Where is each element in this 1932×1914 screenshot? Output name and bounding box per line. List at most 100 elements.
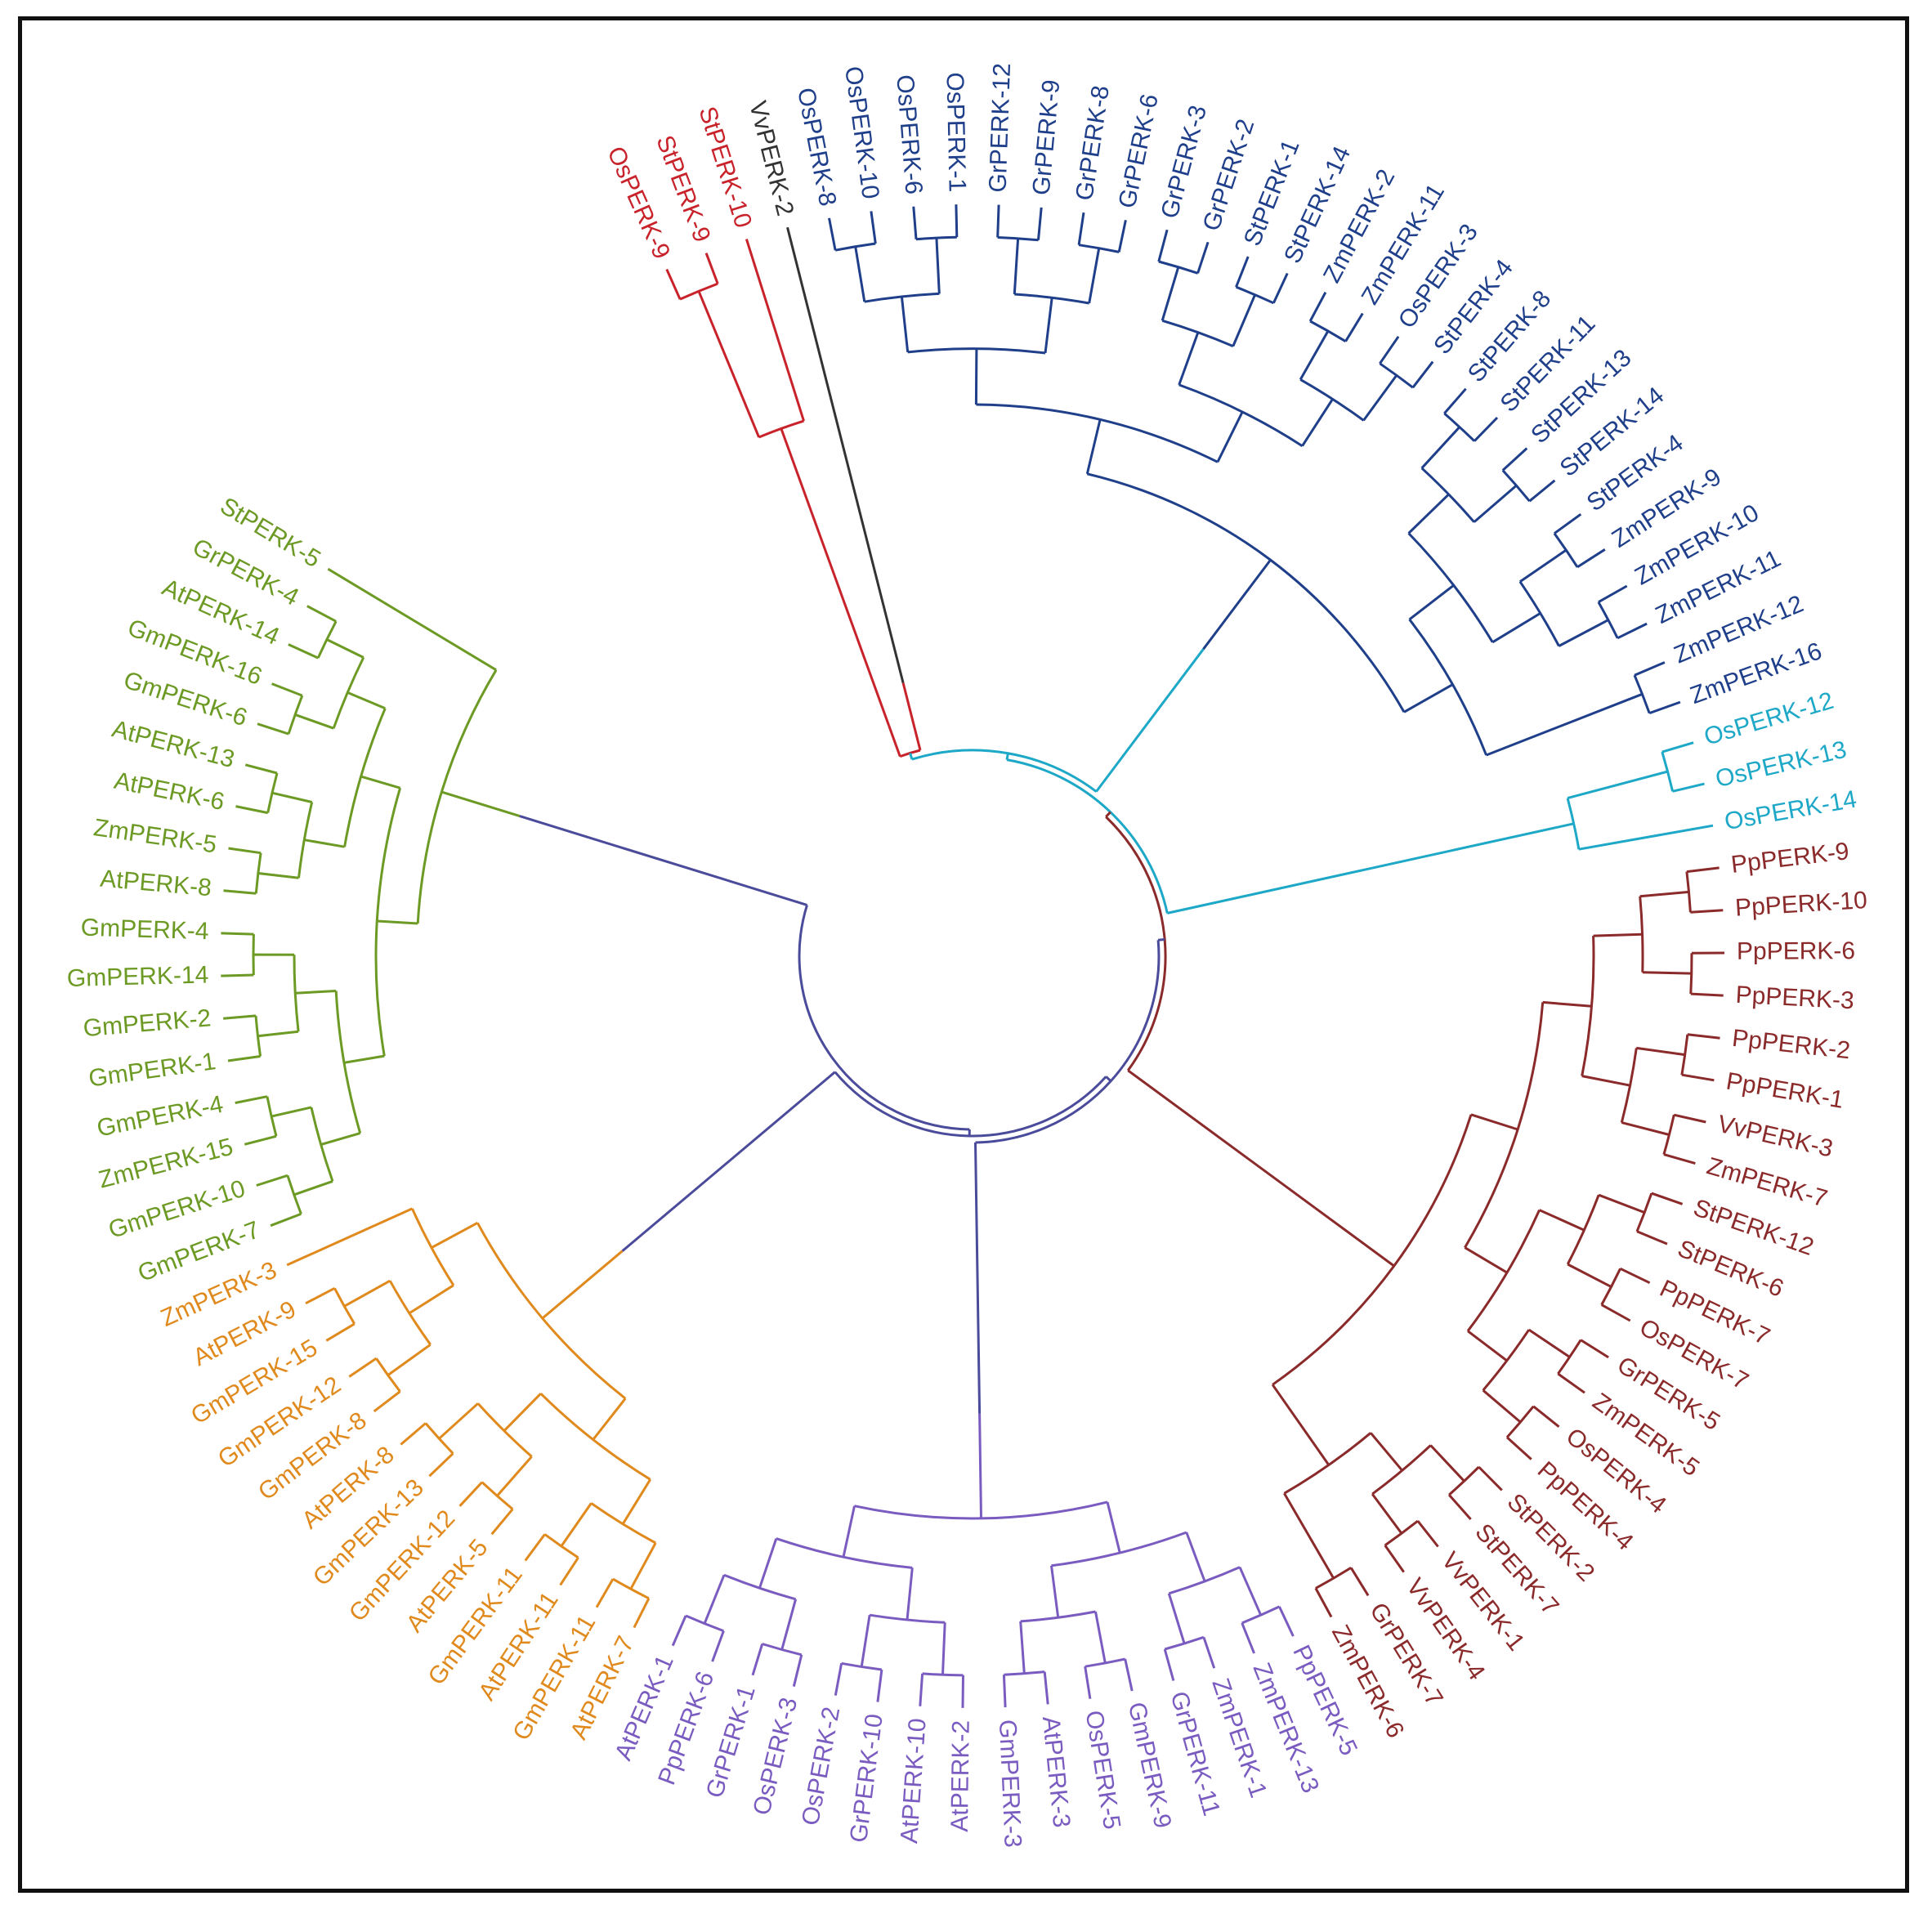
branch bbox=[1527, 1328, 1571, 1358]
branch bbox=[935, 238, 941, 294]
branch bbox=[1478, 1465, 1503, 1491]
leaf-label: GmPERK-9 bbox=[1123, 1700, 1176, 1831]
branch bbox=[919, 1673, 924, 1706]
branch-arc bbox=[310, 1107, 334, 1182]
leaf-label: OsPERK-13 bbox=[1713, 736, 1849, 794]
clade-stem bbox=[541, 1250, 624, 1320]
backbone-arc bbox=[834, 1071, 1107, 1138]
branch bbox=[360, 775, 401, 789]
branch bbox=[373, 1390, 401, 1413]
leaf-label: AtPERK-10 bbox=[896, 1717, 932, 1844]
branch bbox=[1043, 1671, 1049, 1705]
branch bbox=[1241, 1622, 1255, 1654]
branch bbox=[305, 1286, 336, 1305]
branch bbox=[758, 1538, 778, 1589]
branch bbox=[1094, 1611, 1107, 1664]
branch bbox=[1519, 548, 1568, 583]
branch bbox=[559, 1557, 579, 1586]
branch bbox=[1349, 1567, 1370, 1597]
clade-stem bbox=[786, 226, 905, 683]
branch bbox=[1371, 1493, 1403, 1535]
branch bbox=[1106, 1501, 1121, 1554]
leaf-label: GmPERK-14 bbox=[66, 961, 208, 992]
leaf-label: GrPERK-6 bbox=[1114, 92, 1164, 210]
branch bbox=[1308, 291, 1327, 322]
backbone-arc bbox=[1105, 816, 1167, 1071]
branch bbox=[704, 253, 719, 284]
tree-branches bbox=[221, 204, 1725, 1708]
branch bbox=[256, 1174, 288, 1187]
branch bbox=[223, 889, 257, 895]
branch bbox=[1196, 241, 1210, 274]
branch bbox=[288, 643, 319, 660]
leaf-label: OsPERK-14 bbox=[1723, 785, 1859, 835]
branch bbox=[458, 1481, 483, 1507]
leaf-label: OsPERK-2 bbox=[797, 1705, 845, 1827]
branch bbox=[1232, 294, 1256, 347]
branch bbox=[860, 1614, 871, 1667]
leaf-label: AtPERK-13 bbox=[110, 715, 238, 773]
branch-arc bbox=[997, 236, 1039, 242]
branch-arc bbox=[1661, 751, 1675, 792]
branch bbox=[1486, 692, 1644, 757]
branch bbox=[496, 1456, 533, 1497]
branch-arc bbox=[907, 347, 1046, 355]
branch bbox=[1567, 1263, 1612, 1288]
leaf-label: PpPERK-3 bbox=[1735, 982, 1855, 1015]
branch-arc bbox=[1085, 1657, 1126, 1668]
branch-arc bbox=[416, 669, 498, 924]
branch bbox=[1185, 1532, 1206, 1582]
branch bbox=[1470, 1113, 1518, 1131]
branch bbox=[1621, 1121, 1670, 1136]
branch bbox=[1673, 1113, 1706, 1124]
branch-arc bbox=[1168, 1566, 1241, 1595]
clade-stem bbox=[780, 427, 891, 727]
branch bbox=[1593, 932, 1643, 937]
leaf-label: GrPERK-3 bbox=[1156, 102, 1213, 221]
branch bbox=[1178, 332, 1200, 386]
branch bbox=[1124, 1658, 1134, 1692]
branch bbox=[1690, 992, 1724, 997]
clade-stem bbox=[1371, 822, 1575, 870]
branch bbox=[1384, 1545, 1405, 1573]
branch bbox=[326, 638, 364, 659]
clade-stem bbox=[978, 1413, 982, 1518]
branch-arc bbox=[1689, 953, 1693, 995]
branch bbox=[1443, 387, 1467, 414]
branch bbox=[1619, 1267, 1651, 1285]
branch bbox=[828, 217, 837, 251]
branch bbox=[1161, 266, 1180, 321]
branch bbox=[560, 1502, 593, 1547]
branch-arc bbox=[762, 1643, 803, 1657]
branch bbox=[1661, 741, 1694, 754]
branch-arc bbox=[841, 1661, 883, 1671]
branch-arc bbox=[834, 242, 876, 252]
leaf-label: GmPERK-2 bbox=[83, 1004, 212, 1042]
leaf-label: GmPERK-4 bbox=[95, 1091, 226, 1143]
branch bbox=[629, 1542, 657, 1590]
clade-stem bbox=[1314, 1206, 1395, 1268]
leaf-label: PpPERK-2 bbox=[1731, 1025, 1852, 1065]
branch bbox=[347, 691, 386, 710]
branch bbox=[1639, 890, 1689, 898]
branch bbox=[294, 713, 334, 730]
branch-arc bbox=[1581, 936, 1595, 1076]
branch bbox=[1283, 1492, 1335, 1579]
branch bbox=[665, 268, 682, 300]
branch bbox=[711, 1630, 725, 1662]
branch bbox=[1370, 1432, 1403, 1472]
branch bbox=[1581, 1075, 1630, 1087]
branch bbox=[906, 1567, 914, 1621]
branch bbox=[235, 1095, 268, 1104]
branch bbox=[257, 1030, 299, 1038]
branch-arc bbox=[375, 1357, 401, 1393]
branch-arc bbox=[1272, 1114, 1473, 1386]
backbone-stem bbox=[1105, 811, 1111, 818]
branch-arc bbox=[1635, 1192, 1653, 1232]
branch bbox=[1416, 1520, 1439, 1548]
leaf-label: GrPERK-10 bbox=[845, 1712, 888, 1844]
branch bbox=[271, 682, 303, 697]
branch bbox=[304, 838, 345, 848]
branch bbox=[327, 567, 497, 672]
branch bbox=[1429, 1444, 1465, 1482]
